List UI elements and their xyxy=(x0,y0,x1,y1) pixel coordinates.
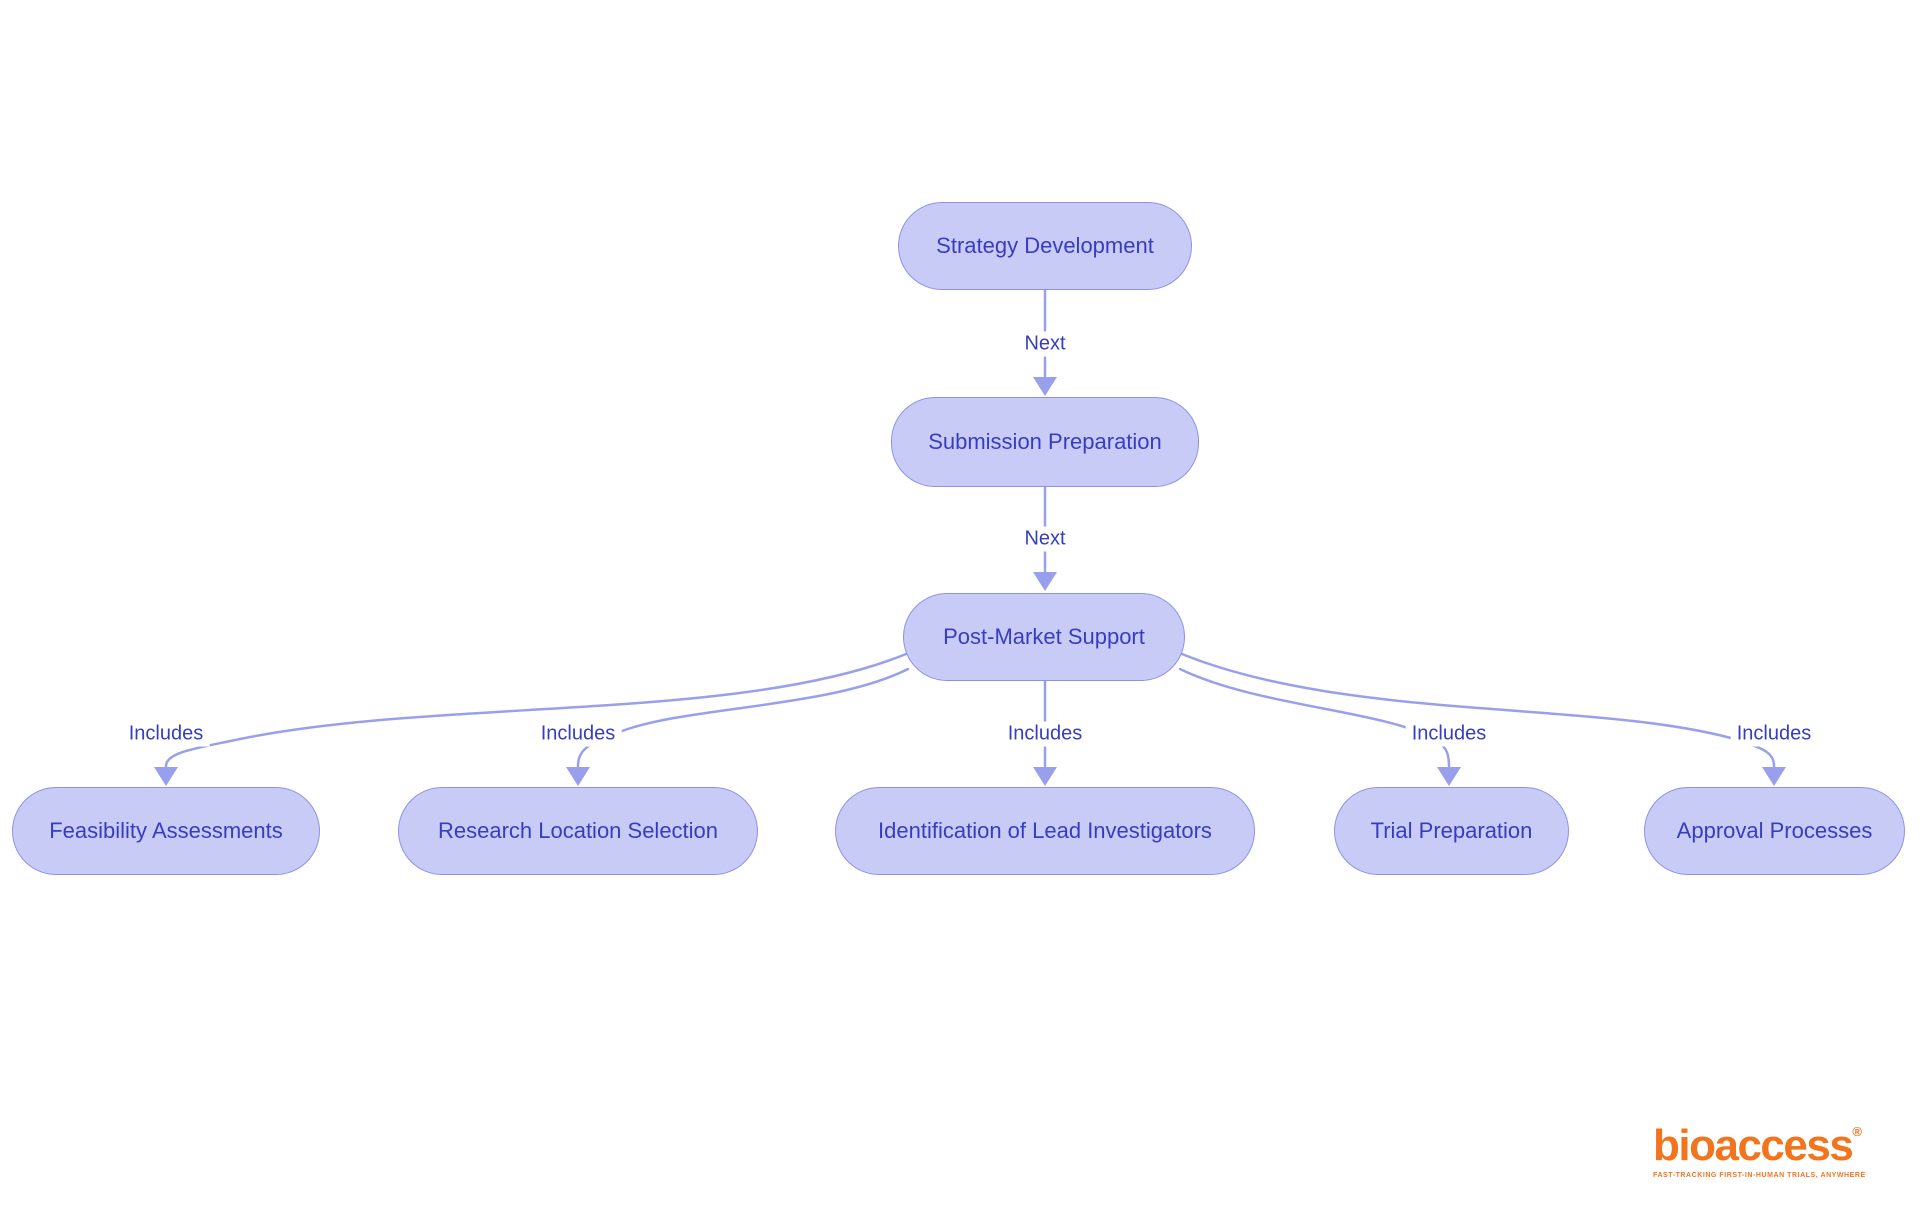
edge-label-includes-feasibility: Includes xyxy=(122,721,210,747)
node-research-location-selection: Research Location Selection xyxy=(398,787,758,875)
edge-label-next-1: Next xyxy=(1018,331,1072,357)
node-feasibility-assessments: Feasibility Assessments xyxy=(12,787,320,875)
edge-label-includes-approval: Includes xyxy=(1730,721,1818,747)
node-approval-processes-label: Approval Processes xyxy=(1676,818,1873,843)
node-post-market-support-label: Post-Market Support xyxy=(943,624,1145,649)
node-approval-processes: Approval Processes xyxy=(1644,787,1905,875)
edge-postmarket-to-research xyxy=(576,667,910,768)
edge-postmarket-to-feasibility xyxy=(164,652,908,768)
node-strategy-development-label: Strategy Development xyxy=(936,233,1154,258)
node-strategy-development: Strategy Development xyxy=(898,202,1192,290)
node-trial-preparation: Trial Preparation xyxy=(1334,787,1569,875)
bioaccess-logo-wordmark: bioaccess® xyxy=(1653,1124,1866,1168)
node-submission-preparation: Submission Preparation xyxy=(891,397,1199,487)
edge-postmarket-to-approval xyxy=(1180,652,1776,768)
edge-postmarket-to-trial xyxy=(1178,667,1451,768)
node-identification-of-lead-investigators: Identification of Lead Investigators xyxy=(835,787,1255,875)
edge-label-includes-identification: Includes xyxy=(1001,721,1089,747)
node-feasibility-assessments-label: Feasibility Assessments xyxy=(49,818,283,843)
bioaccess-logo: bioaccess® FAST-TRACKING FIRST-IN-HUMAN … xyxy=(1653,1124,1866,1180)
node-identification-of-lead-investigators-label: Identification of Lead Investigators xyxy=(878,818,1212,843)
arrowhead-trial xyxy=(1437,767,1461,786)
node-research-location-selection-label: Research Location Selection xyxy=(437,818,719,843)
node-submission-preparation-label: Submission Preparation xyxy=(928,429,1162,454)
node-trial-preparation-label: Trial Preparation xyxy=(1370,818,1533,843)
edge-label-includes-research: Includes xyxy=(534,721,622,747)
arrowhead-feasibility xyxy=(154,767,178,786)
edge-label-includes-trial: Includes xyxy=(1405,721,1493,747)
node-post-market-support: Post-Market Support xyxy=(903,593,1185,681)
arrowhead-identification xyxy=(1033,767,1057,786)
registered-trademark-icon: ® xyxy=(1852,1124,1862,1139)
bioaccess-logo-tagline: FAST-TRACKING FIRST-IN-HUMAN TRIALS, ANY… xyxy=(1653,1172,1866,1179)
bioaccess-logo-text: bioaccess xyxy=(1653,1121,1854,1170)
arrowhead-postmarket xyxy=(1033,572,1057,591)
edge-label-next-2: Next xyxy=(1018,526,1072,552)
arrowhead-research xyxy=(566,767,590,786)
arrowhead-approval xyxy=(1762,767,1786,786)
arrowhead-submission xyxy=(1033,377,1057,396)
